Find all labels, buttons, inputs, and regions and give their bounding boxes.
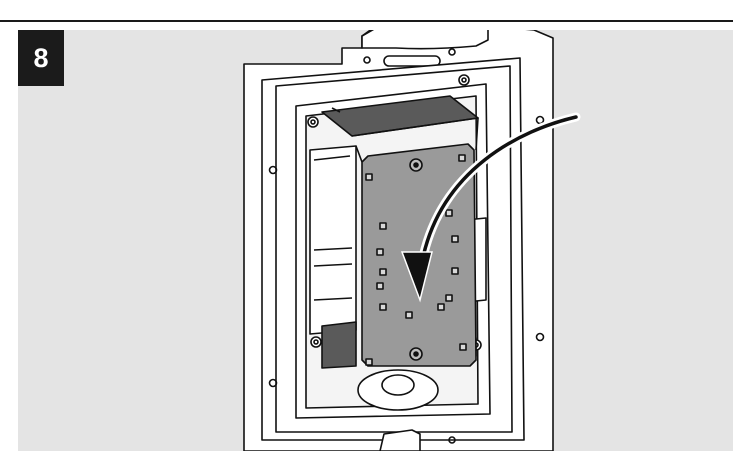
mounting-hole-icon [268, 378, 278, 388]
curved-arrow-icon [400, 112, 581, 303]
module-screw-icon [409, 347, 423, 361]
top-slot [383, 55, 441, 67]
module-screw-icon [409, 158, 423, 172]
installation-illustration [243, 30, 581, 451]
plate-bottom-tab [379, 429, 421, 451]
mounting-hole-icon [535, 332, 545, 342]
corner-screw-icon [310, 336, 322, 348]
plate-top-tab [361, 30, 489, 50]
bottom-cylinder-icon [357, 369, 439, 411]
corner-screw-icon [458, 74, 470, 86]
illustration-panel [18, 30, 733, 451]
module-bracket-bottom [321, 321, 357, 369]
module-marker-icon [365, 154, 467, 366]
mounting-hole-icon [268, 165, 278, 175]
step-number-badge: 8 [18, 30, 64, 86]
corner-screw-icon [307, 116, 319, 128]
top-rule [0, 20, 733, 22]
background-unit [309, 145, 357, 335]
